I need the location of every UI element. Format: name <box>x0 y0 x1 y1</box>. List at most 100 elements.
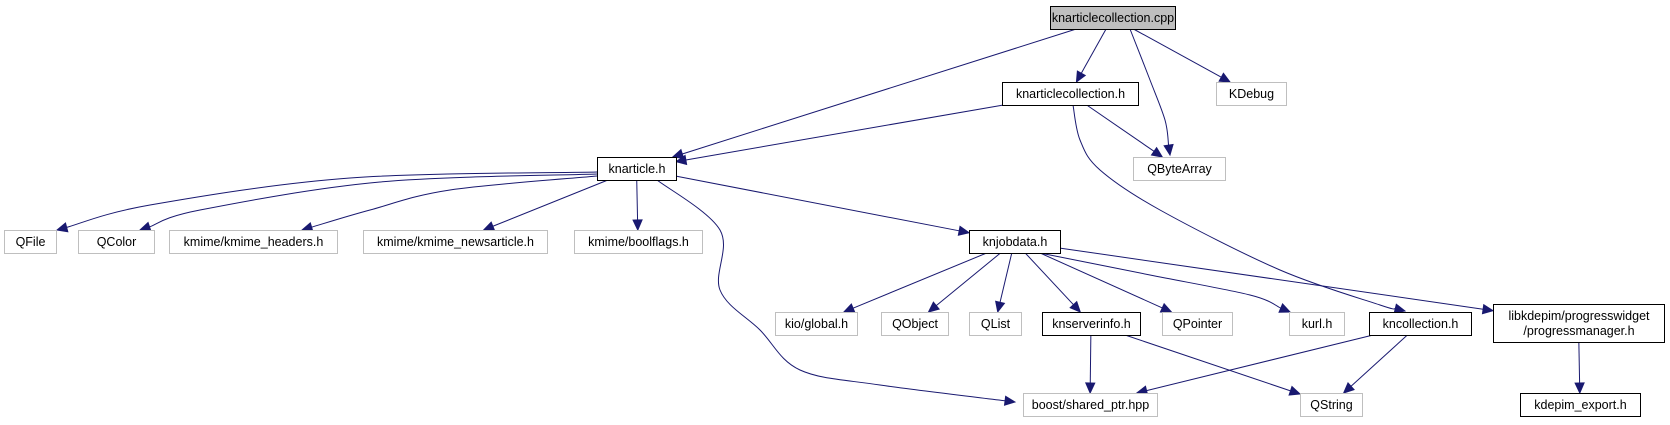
node-kio-global[interactable]: kio/global.h <box>775 312 858 336</box>
edge-line <box>656 179 1006 402</box>
arrowhead-icon <box>1393 303 1407 314</box>
edge-line <box>1086 104 1155 152</box>
node-box <box>1216 82 1287 106</box>
node-label: QPointer <box>1173 317 1222 331</box>
arrowhead-icon <box>1218 72 1232 83</box>
node-knarticle-h[interactable]: knarticle.h <box>597 157 677 181</box>
edge-root-to-knarticle_h <box>671 28 1077 159</box>
node-knserverinfo-h[interactable]: knserverinfo.h <box>1042 312 1141 336</box>
edge-line <box>1578 341 1581 384</box>
node-label: kmime/boolflags.h <box>588 235 689 249</box>
node-qcolor[interactable]: QColor <box>78 230 155 254</box>
edge-knarticle_h-to-kmime_headers <box>300 175 598 233</box>
edge-line <box>1059 247 1484 310</box>
node-label: kncollection.h <box>1383 317 1459 331</box>
arrowhead-icon <box>1084 382 1096 395</box>
node-box <box>597 157 677 181</box>
node-qbytearray[interactable]: QByteArray <box>1133 157 1226 181</box>
node-qstring[interactable]: QString <box>1300 393 1363 417</box>
node-box <box>4 230 57 254</box>
edge-line <box>1129 28 1170 146</box>
node-box <box>969 230 1061 254</box>
edges-layer <box>55 28 1585 406</box>
arrowhead-icon <box>995 300 1006 314</box>
node-label: boost/shared_ptr.hpp <box>1032 398 1149 412</box>
node-label: kmime/kmime_headers.h <box>184 235 324 249</box>
arrowhead-icon <box>957 225 971 236</box>
node-knjobdata-h[interactable]: knjobdata.h <box>969 230 1061 254</box>
node-knarticlecollection-h[interactable]: knarticlecollection.h <box>1002 82 1139 106</box>
node-qobject[interactable]: QObject <box>881 312 949 336</box>
edge-knserverinfo_h-to-shared_ptr <box>1084 334 1096 395</box>
arrowhead-icon <box>632 219 643 232</box>
node-box <box>169 230 338 254</box>
node-label: knarticle.h <box>609 162 666 176</box>
node-label: knjobdata.h <box>983 235 1048 249</box>
node-shared-ptr[interactable]: boost/shared_ptr.hpp <box>1023 393 1158 417</box>
node-box <box>78 230 155 254</box>
arrowhead-icon <box>671 148 685 159</box>
edge-line <box>1039 252 1163 309</box>
node-label: knarticlecollection.h <box>1016 87 1125 101</box>
edge-line <box>999 252 1013 303</box>
node-box <box>1493 304 1665 343</box>
node-box <box>1042 312 1141 336</box>
arrowhead-icon <box>1481 303 1495 315</box>
edge-root-to-knarticlecollection_h <box>1075 28 1107 84</box>
node-box <box>363 230 548 254</box>
node-qpointer[interactable]: QPointer <box>1162 312 1233 336</box>
edge-line <box>1124 334 1291 392</box>
arrowhead-icon <box>1278 303 1292 313</box>
arrowhead-icon <box>55 222 69 233</box>
node-label: QColor <box>97 235 137 249</box>
edge-line <box>1039 252 1282 309</box>
node-qfile[interactable]: QFile <box>4 230 57 254</box>
edge-knjobdata_h-to-kurl_h <box>1039 252 1292 313</box>
node-label: QByteArray <box>1147 162 1212 176</box>
edge-line <box>675 175 960 232</box>
node-box <box>775 312 858 336</box>
node-kdepim-export-h[interactable]: kdepim_export.h <box>1520 393 1641 417</box>
node-box <box>1133 157 1226 181</box>
edge-line <box>1080 28 1107 74</box>
node-kmime-headers[interactable]: kmime/kmime_headers.h <box>169 230 338 254</box>
arrowhead-icon <box>674 154 688 166</box>
edge-root-to-qbytearray <box>1129 28 1174 157</box>
arrowhead-icon <box>1069 300 1082 313</box>
edge-knarticlecollection_h-to-qbytearray <box>1086 104 1164 158</box>
node-kurl-h[interactable]: kurl.h <box>1289 312 1345 336</box>
arrowhead-icon <box>1288 385 1302 396</box>
edge-knjobdata_h-to-qlist <box>995 252 1013 314</box>
node-progressmanager-h[interactable]: libkdepim/progresswidget/progressmanager… <box>1493 304 1665 343</box>
node-kmime-newsarticle[interactable]: kmime/kmime_newsarticle.h <box>363 230 548 254</box>
node-label: kdepim_export.h <box>1534 398 1626 412</box>
node-label: kurl.h <box>1302 317 1333 331</box>
arrowhead-icon <box>1574 382 1585 395</box>
node-label: kio/global.h <box>785 317 848 331</box>
node-root: knarticlecollection.cpp <box>1050 6 1176 30</box>
node-kmime-boolflags[interactable]: kmime/boolflags.h <box>574 230 703 254</box>
node-qlist[interactable]: QList <box>969 312 1022 336</box>
edge-line <box>1089 334 1092 384</box>
node-label: KDebug <box>1229 87 1274 101</box>
edge-line <box>492 179 609 227</box>
node-label: kmime/kmime_newsarticle.h <box>377 235 534 249</box>
arrowhead-icon <box>1163 143 1174 157</box>
node-label: /progressmanager.h <box>1523 324 1634 338</box>
edge-line <box>1146 334 1374 392</box>
node-box <box>881 312 949 336</box>
edge-knjobdata_h-to-qobject <box>927 252 1001 313</box>
arrowhead-icon <box>1342 382 1355 394</box>
edge-knarticle_h-to-knjobdata_h <box>675 175 971 236</box>
arrowhead-icon <box>1159 302 1173 313</box>
arrowhead-icon <box>482 221 496 231</box>
node-box <box>969 312 1022 336</box>
node-kncollection-h[interactable]: kncollection.h <box>1369 312 1472 336</box>
edge-line <box>1133 28 1222 78</box>
arrowhead-icon <box>1075 70 1087 84</box>
node-label: QFile <box>16 235 46 249</box>
node-box <box>1520 393 1641 417</box>
edge-knarticlecollection_h-to-knarticle_h <box>674 104 1004 166</box>
node-kdebug[interactable]: KDebug <box>1216 82 1287 106</box>
edge-line <box>1072 104 1396 310</box>
